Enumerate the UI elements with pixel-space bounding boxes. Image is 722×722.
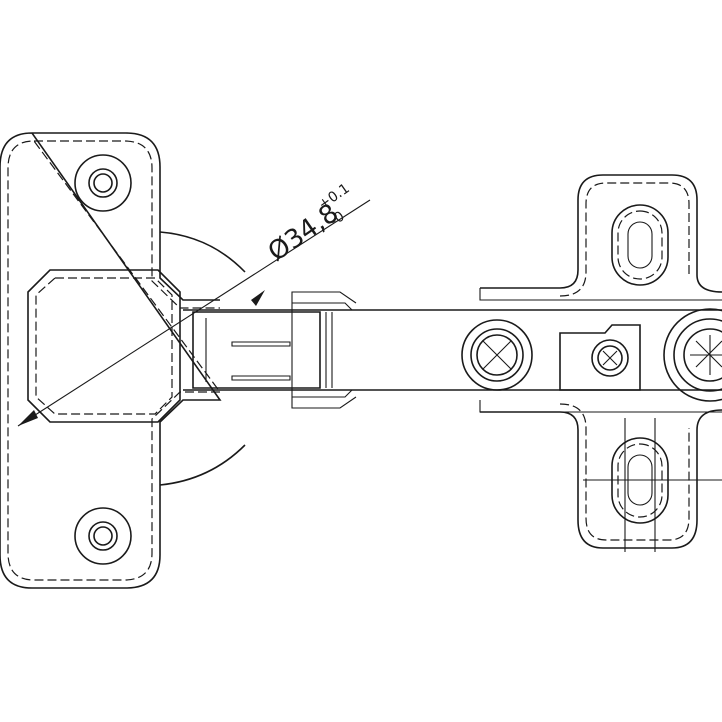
cup-recess	[27, 269, 181, 423]
adjustment-screw	[559, 324, 641, 391]
hinge-arm	[183, 288, 722, 413]
top-screw-hole	[74, 154, 132, 212]
top-slot	[611, 204, 669, 286]
hinge-knuckle	[192, 311, 333, 389]
dimension-tolerance-upper: +0.1	[316, 181, 353, 214]
arm-screw	[461, 319, 533, 391]
bottom-slot	[583, 418, 722, 552]
bottom-screw-hole	[74, 507, 132, 565]
cup-plate	[0, 132, 222, 589]
mounting-plate-screw	[663, 308, 722, 402]
cup-outline	[159, 231, 246, 486]
mounting-plate	[480, 174, 722, 549]
svg-text:Ø34,8: Ø34,8	[263, 198, 344, 268]
